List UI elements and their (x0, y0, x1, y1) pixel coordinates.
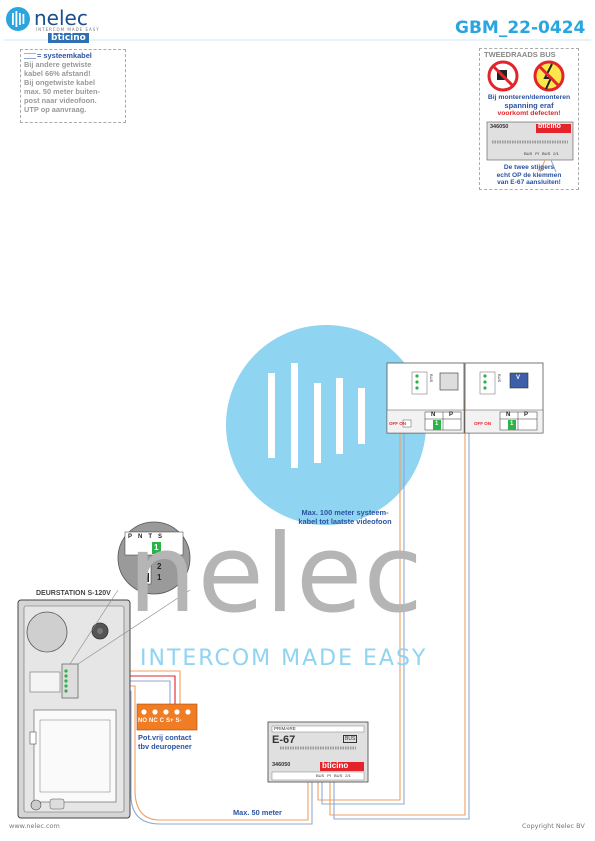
bus-module-brand: bticino (538, 123, 561, 130)
monitor-n-label: N (431, 412, 436, 418)
dip-switch-label: 2 (157, 562, 162, 571)
brand-tagline: INTERCOM MADE EASY (36, 27, 100, 32)
system-cable-legend: = systeemkabel (37, 51, 92, 60)
bus-warning-line: spanning eraf (504, 101, 554, 110)
monitor-p-label: P (449, 412, 454, 418)
relay-caption-line: Pot.vrij contact (138, 733, 192, 742)
monitor-unit-2 (464, 362, 544, 434)
watermark-logo-icon (226, 325, 426, 525)
monitor-bus-label: BUS (497, 374, 502, 383)
relay-terminal-label: S- (175, 718, 182, 724)
door-station-label: DEURSTATION S-120V (36, 590, 111, 597)
max-50-label: Max. 50 meter (233, 808, 282, 817)
terminal-label: BUS (542, 151, 551, 156)
nelec-logo-icon (6, 7, 30, 31)
bus-warning-line: Bij monteren/demonteren (487, 94, 571, 101)
bus-footer-line: De twee stijgers (503, 164, 555, 171)
dip-highlight: 1 (154, 543, 159, 552)
relay-terminals: NO NC C S+ S- (138, 718, 182, 724)
cable-note-line: max. 50 meter buiten- (24, 87, 100, 96)
dip-switch-zoom (69, 521, 191, 665)
document-code: GBM_22-0424 (455, 18, 586, 38)
psu-model: E-67 (272, 734, 296, 746)
relay-caption: Pot.vrij contact tbv deuropener (138, 733, 192, 751)
cable-note-line: Bij andere getwiste (24, 60, 92, 69)
relay-caption-line: tbv deuropener (138, 742, 192, 751)
bus-module-code: 346050 (490, 124, 509, 130)
dip-terminal-label: N (138, 534, 143, 540)
psu-code: 346050 (272, 762, 291, 768)
relay-terminal-label: S+ (166, 718, 174, 724)
bus-footer-line: echt OP de klemmen (496, 171, 562, 179)
bus-warning-box (479, 48, 579, 190)
psu-terminals: BUS PI BUS 2/1 (316, 773, 351, 778)
power-supply-e67 (267, 721, 369, 783)
bus-footer-line: van E-67 aansluiten! (497, 179, 561, 186)
max-100-line: Max. 100 meter systeem- (301, 508, 389, 517)
cable-note-line: UTP op aanvraag. (24, 105, 87, 114)
max-100-label: Max. 100 meter systeem- kabel tot laatst… (282, 508, 408, 526)
brand-name: nelec (34, 6, 88, 30)
psu-terminal-label: BUS (316, 773, 325, 778)
psu-terminal-label: 2/1 (345, 773, 351, 778)
bus-module-icon (486, 121, 574, 173)
cable-note-line: post naar videofoon. (24, 96, 97, 105)
psu-bus-label: BUS (343, 735, 358, 743)
psu-brand: bticino (322, 761, 349, 770)
bus-warning: Bij monteren/demonteren spanning eraf vo… (481, 94, 577, 118)
psu-terminal-label: BUS (334, 773, 343, 778)
no-power-icon (533, 60, 565, 92)
monitor-bus-label: BUS (429, 374, 434, 383)
relay-module (136, 703, 198, 731)
system-cable-legend-icon (24, 52, 36, 59)
cable-note-box: = systeemkabel Bij andere getwiste kabel… (20, 49, 126, 123)
footer-copyright: Copyright Nelec BV (522, 822, 585, 830)
footer-website[interactable]: www.nelec.com (9, 822, 60, 830)
terminal-label: BUS (524, 151, 533, 156)
dip-terminal-label: S (158, 534, 163, 540)
door-station-panel (17, 599, 131, 819)
bus-title: TWEEDRAADS BUS (484, 50, 556, 59)
relay-terminal-label: C (159, 718, 165, 724)
monitor-n-label: N (506, 412, 511, 418)
dip-terminals: P N T S (128, 534, 162, 540)
monitor-n-value: 1 (510, 421, 514, 427)
relay-terminal-label: NO (138, 718, 147, 724)
watermark-word: nelec (128, 512, 424, 637)
monitor-n-value: 1 (435, 421, 439, 427)
watermark-tagline: INTERCOM MADE EASY (140, 646, 428, 671)
bus-module-terminals: BUS PI BUS 2/1 (524, 151, 559, 156)
dip-switch-label: 1 (157, 573, 162, 582)
terminal-label: 2/1 (553, 151, 559, 156)
bus-warning-line: voorkomt defecten! (497, 110, 561, 117)
dip-terminal-label: P (128, 534, 133, 540)
no-plug-icon (487, 60, 519, 92)
monitor-off-on: OFF ON (389, 421, 406, 426)
monitor-p-label: P (524, 412, 529, 418)
relay-terminal-label: NC (149, 718, 158, 724)
terminal-label: PI (535, 151, 540, 156)
dip-terminal-label: T (148, 534, 153, 540)
bticino-logo: bticino (48, 33, 89, 43)
cable-note-line: kabel 66% afstand! (24, 69, 91, 78)
dip-switch-labels: 2 1 (157, 561, 161, 583)
psu-primary-label: PRIMAIRE (274, 726, 296, 731)
monitor-screen-label: V (516, 375, 521, 381)
psu-terminal-label: PI (327, 773, 332, 778)
max-100-line: kabel tot laatste videofoon (298, 517, 392, 526)
cable-note-line: Bij ongetwiste kabel (24, 78, 96, 87)
bus-footer: De twee stijgers echt OP de klemmen van … (481, 164, 577, 187)
monitor-unit-1 (386, 362, 465, 434)
monitor-off-on: OFF ON (474, 421, 491, 426)
